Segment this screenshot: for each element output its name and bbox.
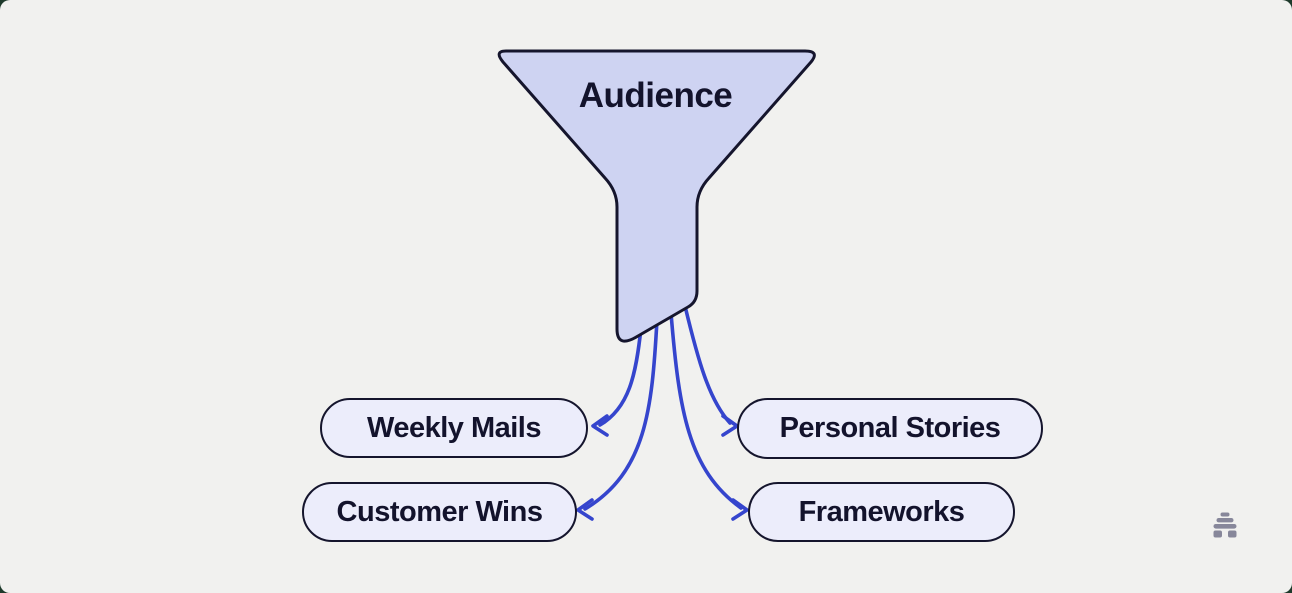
arrow-to-weekly-mails (591, 326, 643, 437)
node-customer-wins-label: Customer Wins (336, 495, 543, 528)
node-frameworks-label: Frameworks (798, 495, 965, 528)
arrow-to-frameworks (669, 311, 749, 521)
node-weekly-mails-label: Weekly Mails (366, 411, 542, 444)
audience-funnel[interactable] (497, 49, 816, 343)
node-customer-wins[interactable]: Customer Wins (302, 482, 577, 542)
arrow-to-customer-wins (576, 318, 659, 521)
node-weekly-mails[interactable]: Weekly Mails (320, 398, 588, 458)
arrow-to-personal-stories (683, 304, 739, 437)
beehive-icon (1213, 512, 1237, 538)
node-frameworks[interactable]: Frameworks (748, 482, 1015, 542)
node-personal-stories-label: Personal Stories (779, 412, 1001, 444)
node-personal-stories[interactable]: Personal Stories (737, 398, 1043, 459)
